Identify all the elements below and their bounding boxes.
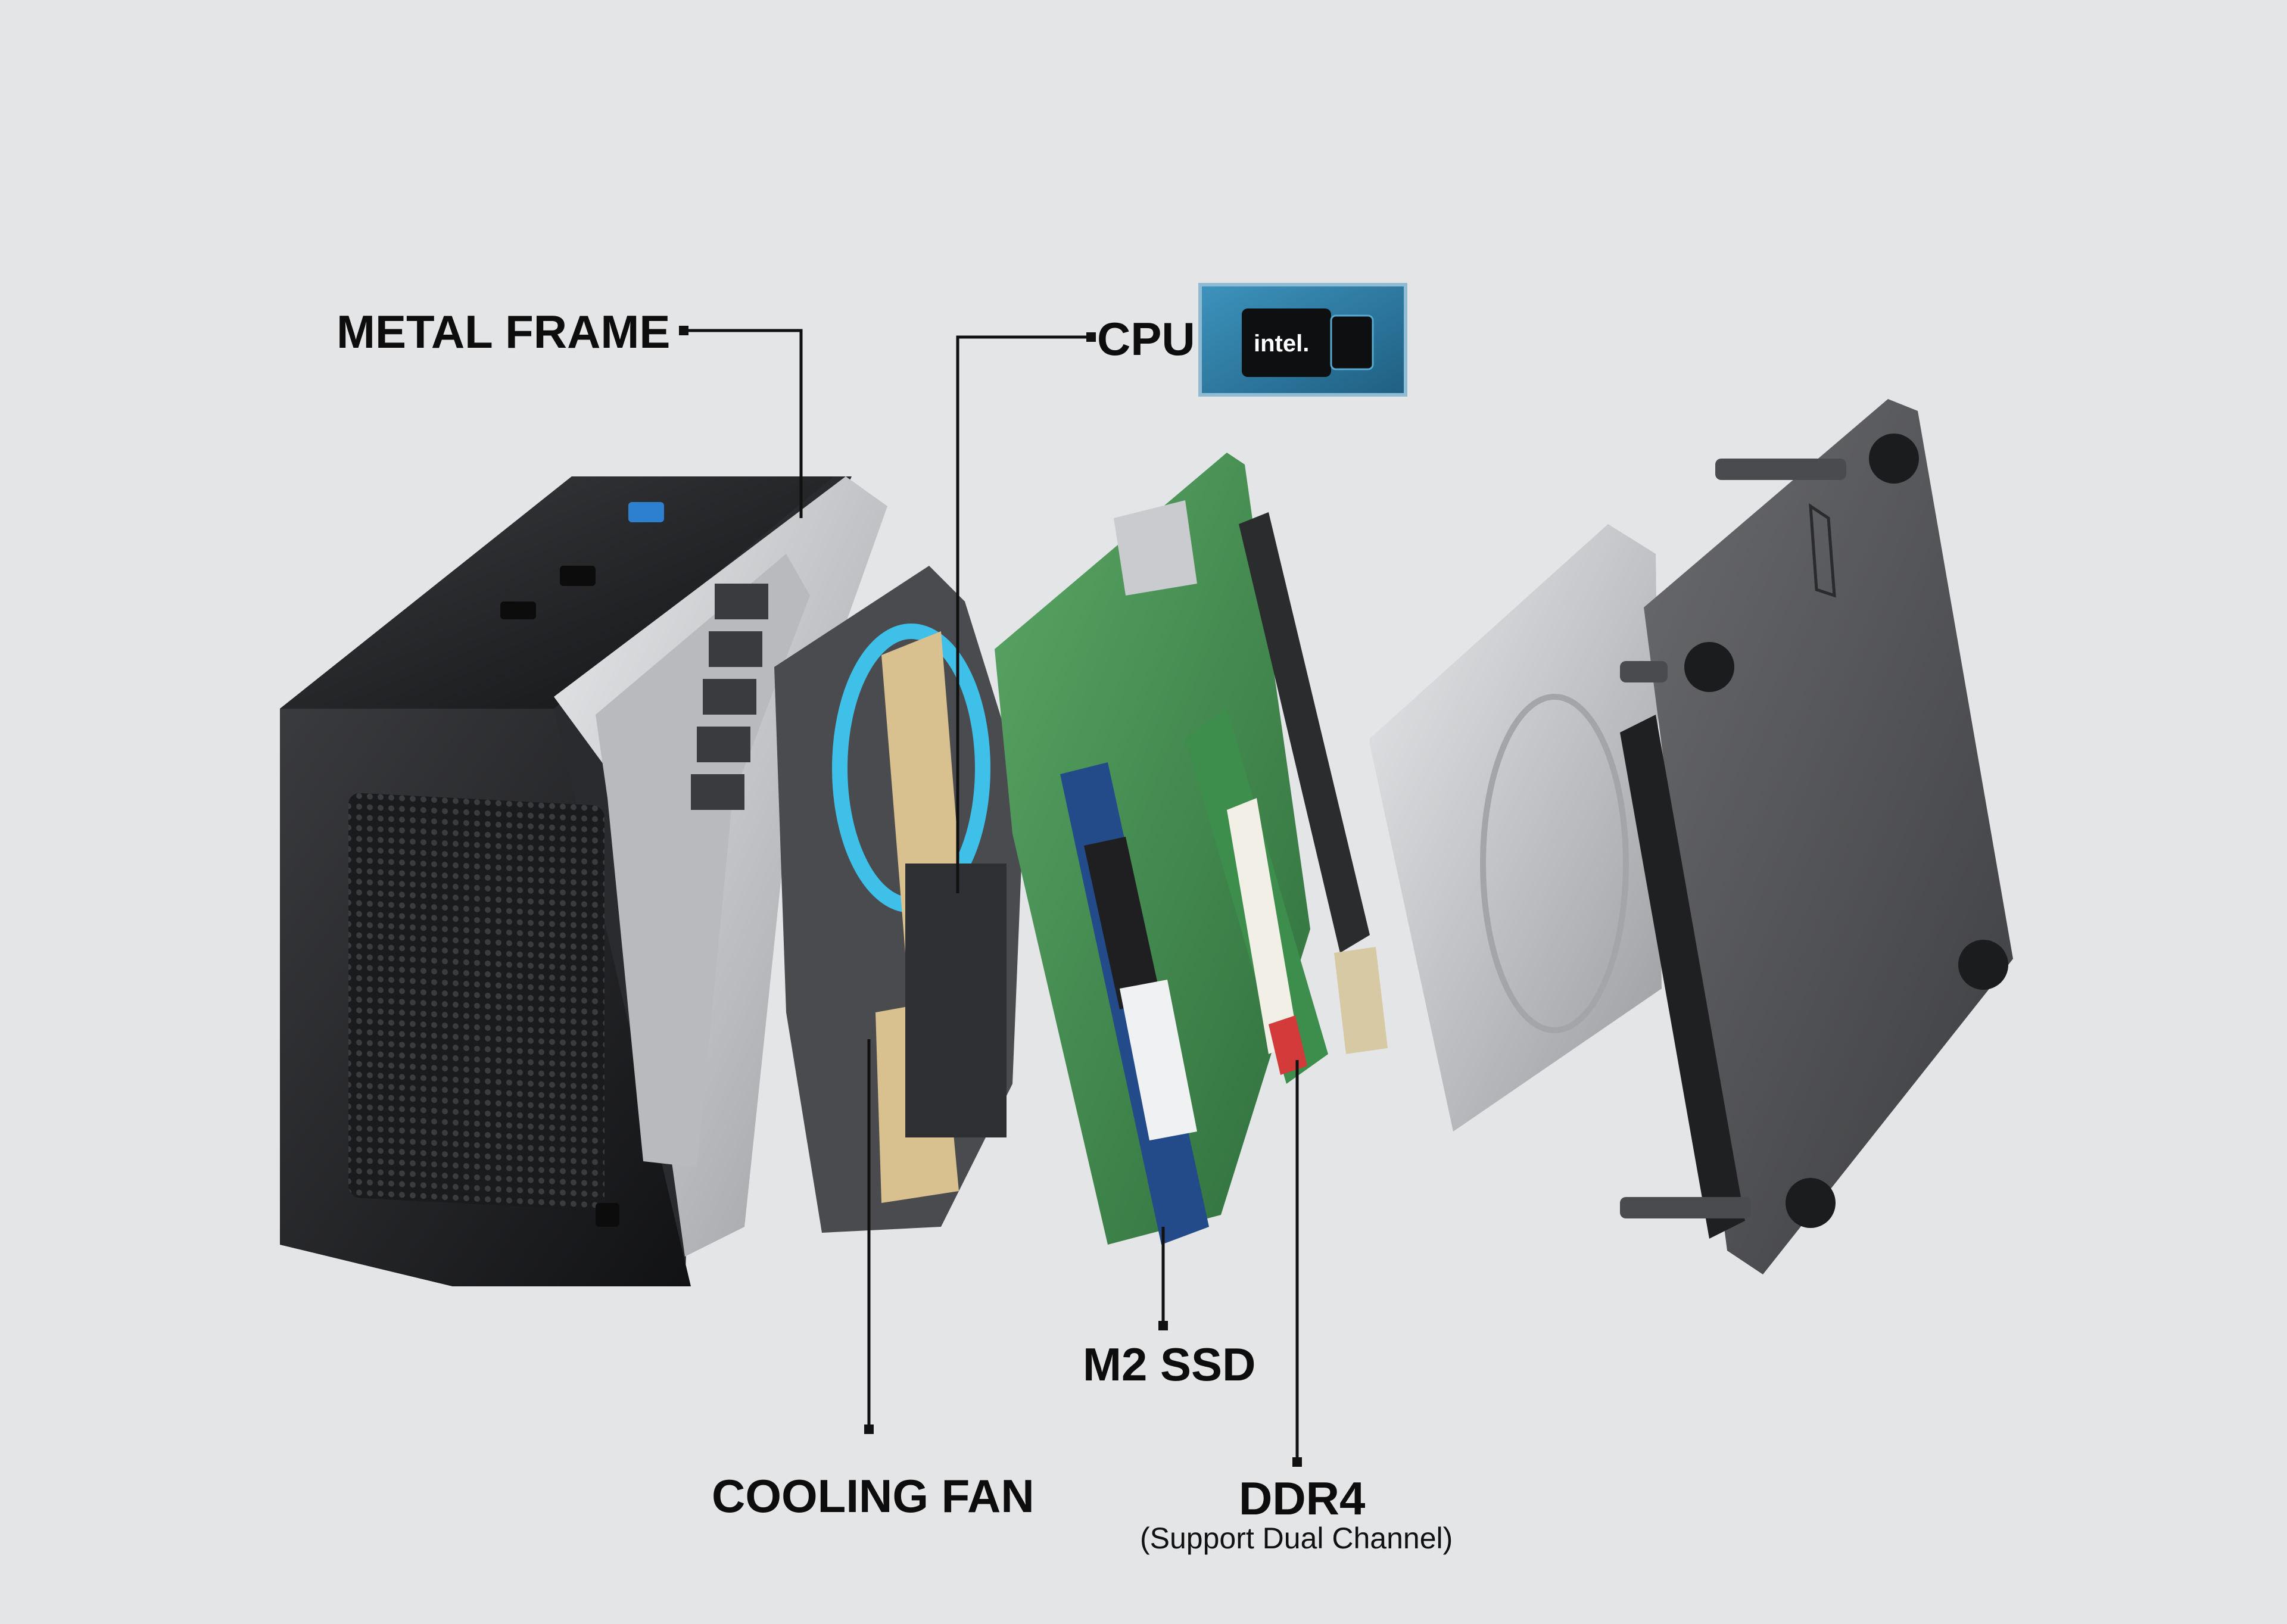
intel-logo: intel.	[1254, 331, 1309, 357]
bottom-plate-illustration	[1620, 399, 2013, 1274]
label-ddr4-note: (Support Dual Channel)	[1140, 1522, 1453, 1555]
leader-metal-frame	[684, 329, 803, 518]
leader-endpoints	[679, 326, 1302, 1467]
sodimm-slot	[1239, 512, 1370, 953]
cpu-chip-badge: intel.	[1198, 283, 1407, 397]
m2-ssd-illustration	[1060, 762, 1209, 1245]
label-metal-frame: METAL FRAME	[336, 306, 671, 358]
label-cpu: CPU	[1097, 313, 1195, 365]
leader-lines	[684, 329, 1299, 1462]
label-m2-ssd: M2 SSD	[1083, 1338, 1256, 1391]
leader-cpu	[956, 335, 1091, 893]
motherboard-illustration	[995, 453, 1388, 1245]
cooling-fan-illustration	[774, 566, 1024, 1233]
label-ddr4: DDR4	[1239, 1472, 1366, 1525]
label-cooling-fan: COOLING FAN	[712, 1470, 1035, 1522]
power-button-icon	[628, 502, 664, 522]
hard-drive-illustration	[1370, 524, 1662, 1131]
